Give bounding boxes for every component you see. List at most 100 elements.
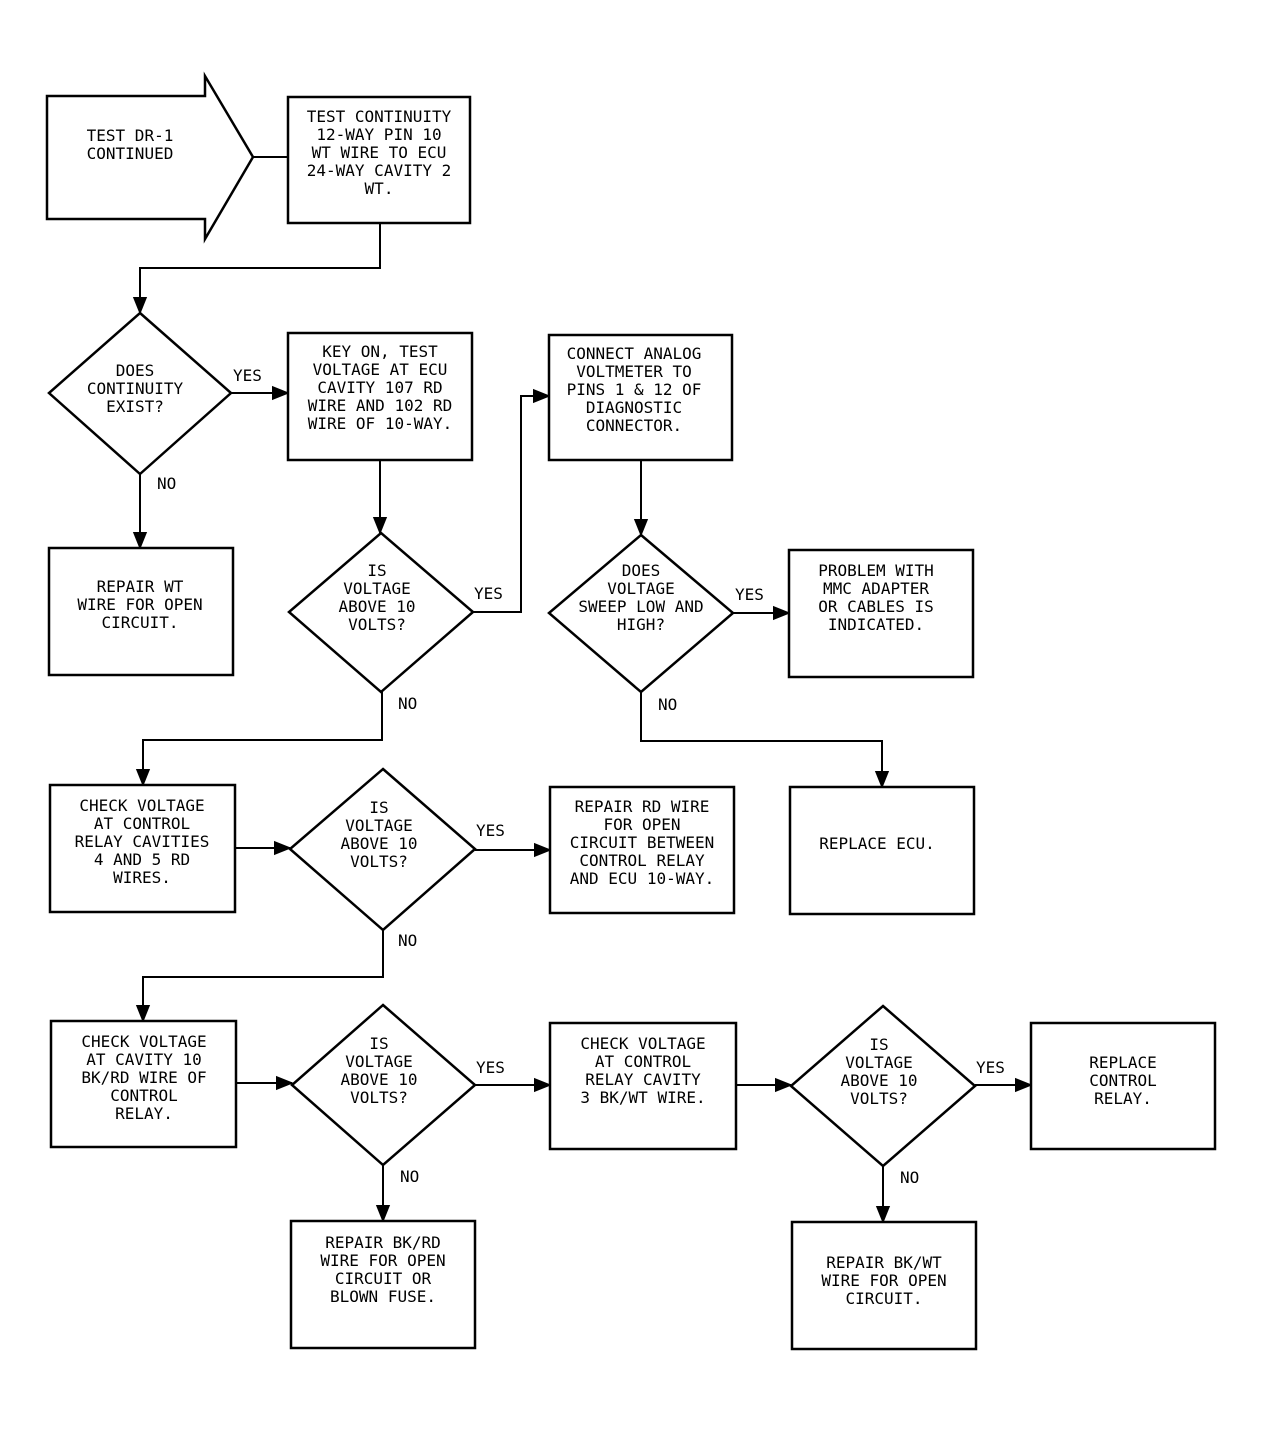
- voltage3-no-label: NO: [400, 1167, 419, 1186]
- label-line: RELAY CAVITY: [585, 1070, 701, 1089]
- shapes: [45, 71, 1217, 1351]
- is-voltage-4-diamond: [789, 1004, 977, 1168]
- label-line: WIRES.: [113, 868, 171, 887]
- label-line: CONTINUED: [87, 144, 174, 163]
- label-line: ABOVE 10: [340, 834, 417, 853]
- label-line: IS: [367, 561, 386, 580]
- label-line: SWEEP LOW AND: [578, 597, 703, 616]
- label-line: 3 BK/WT WIRE.: [580, 1088, 705, 1107]
- label-line: FOR OPEN: [603, 815, 680, 834]
- label-line: CAVITY 107 RD: [317, 378, 442, 397]
- voltage1-no-label: NO: [398, 694, 417, 713]
- label-line: PINS 1 & 12 OF: [567, 380, 702, 399]
- label-line: TEST DR-1: [87, 126, 174, 145]
- connector-test-to-continuity: [132, 223, 381, 315]
- connector-voltage2-no: [135, 930, 384, 1023]
- replace-ecu-box: [788, 785, 976, 916]
- label-line: IS: [869, 1035, 888, 1054]
- label-line: CIRCUIT.: [845, 1289, 922, 1308]
- test-continuity-box: [286, 95, 472, 225]
- label-line: CONNECT ANALOG: [567, 344, 702, 363]
- label-line: VOLTS?: [350, 1088, 408, 1107]
- label-line: 24-WAY CAVITY 2: [307, 161, 452, 180]
- repair-wt-box: [47, 546, 235, 677]
- is-voltage-1-diamond: [287, 531, 475, 694]
- does-voltage-sweep-diamond: [547, 533, 735, 694]
- label-line: MMC ADAPTER: [823, 579, 929, 598]
- problem-mmc-box: [787, 548, 975, 679]
- label-line: VOLTS?: [850, 1089, 908, 1108]
- label-line: RELAY.: [115, 1104, 173, 1123]
- label-line: DOES: [622, 561, 661, 580]
- label-line: CONTROL RELAY: [579, 851, 705, 870]
- replace-ecu-label: REPLACE ECU.: [819, 834, 935, 853]
- label-line: REPAIR WT: [97, 577, 184, 596]
- label-line: IS: [369, 1034, 388, 1053]
- repair-rd-box: [548, 785, 736, 915]
- label-line: BLOWN FUSE.: [330, 1287, 436, 1306]
- label-line: ABOVE 10: [338, 597, 415, 616]
- label-line: HIGH?: [617, 615, 665, 634]
- label-line: IS: [369, 798, 388, 817]
- label-line: WIRE AND 102 RD: [308, 396, 453, 415]
- label-line: 12-WAY PIN 10: [316, 125, 441, 144]
- label-line: ABOVE 10: [340, 1070, 417, 1089]
- label-line: RELAY.: [1094, 1089, 1152, 1108]
- label-line: CHECK VOLTAGE: [79, 796, 204, 815]
- label-line: CIRCUIT.: [101, 613, 178, 632]
- is-voltage-3-diamond: [290, 1003, 477, 1167]
- label-line: REPLACE ECU.: [819, 834, 935, 853]
- label-line: AT CONTROL: [94, 814, 190, 833]
- label-line: CHECK VOLTAGE: [81, 1032, 206, 1051]
- connect-analog-box: [547, 333, 734, 462]
- label-line: VOLTAGE: [343, 579, 410, 598]
- label-line: CONTROL: [110, 1086, 177, 1105]
- label-line: WIRE OF 10-WAY.: [308, 414, 453, 433]
- check-cavity-3-box: [548, 1021, 738, 1151]
- key-on-box: [286, 331, 474, 462]
- label-line: KEY ON, TEST: [322, 342, 438, 361]
- is-voltage-2-diamond: [288, 767, 477, 932]
- start-arrow-shape: [45, 71, 255, 244]
- repair-bkrd-box: [289, 1219, 477, 1350]
- label-line: DOES: [116, 361, 155, 380]
- label-line: WIRE FOR OPEN: [320, 1251, 445, 1270]
- branch-labels: YES NO YES NO YES NO YES NO YES NO YES N…: [157, 366, 1005, 1187]
- connector-voltage1-yes: [473, 388, 551, 613]
- label-line: INDICATED.: [828, 615, 924, 634]
- label-line: VOLTMETER TO: [576, 362, 692, 381]
- label-line: REPLACE: [1089, 1053, 1156, 1072]
- voltage4-yes-label: YES: [976, 1058, 1005, 1077]
- label-line: VOLTS?: [348, 615, 406, 634]
- label-line: WT.: [365, 179, 394, 198]
- voltage2-yes-label: YES: [476, 821, 505, 840]
- label-line: VOLTAGE: [345, 816, 412, 835]
- connector-voltage1-no: [135, 692, 383, 787]
- label-line: BK/RD WIRE OF: [81, 1068, 206, 1087]
- label-line: REPAIR BK/WT: [826, 1253, 942, 1272]
- label-line: PROBLEM WITH: [818, 561, 934, 580]
- voltage1-yes-label: YES: [474, 584, 503, 603]
- check-relay-cavities-box: [48, 783, 237, 914]
- voltage4-no-label: NO: [900, 1168, 919, 1187]
- continuity-yes-label: YES: [233, 366, 262, 385]
- label-line: WIRE FOR OPEN: [77, 595, 202, 614]
- label-line: REPAIR BK/RD: [325, 1233, 441, 1252]
